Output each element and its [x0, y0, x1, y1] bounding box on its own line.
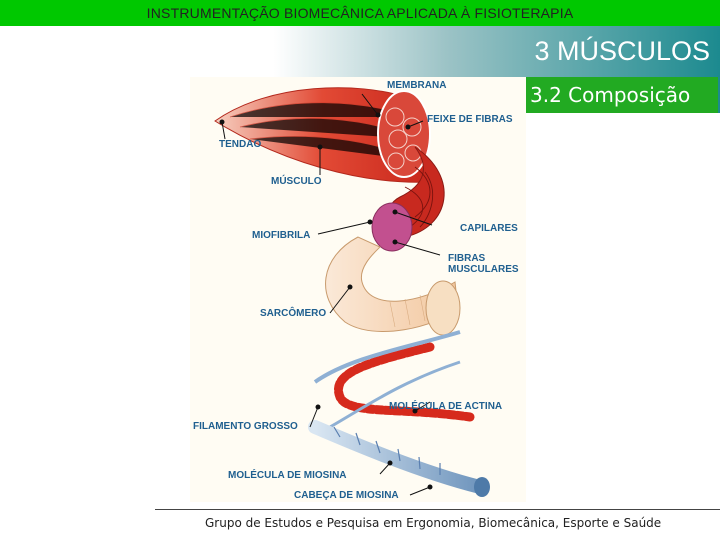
muscle-structure-illustration: MEMBRANA FEIXE DE FIBRAS TENDAO MÚSCULO … — [190, 77, 526, 502]
label-capilares: CAPILARES — [460, 223, 518, 234]
label-filamento-grosso: FILAMENTO GROSSO — [193, 421, 298, 432]
label-cabeca-de-miosina: CABEÇA DE MIOSINA — [294, 490, 399, 501]
label-feixe-de-fibras: FEIXE DE FIBRAS — [427, 114, 513, 125]
slide-title: 3 MÚSCULOS — [534, 36, 710, 67]
label-fibras: FIBRAS — [448, 253, 485, 264]
footer-divider — [155, 509, 720, 510]
slide-subtitle: 3.2 Composição — [526, 77, 718, 113]
label-molecula-de-actina: MOLÉCULA DE ACTINA — [389, 401, 502, 412]
label-molecula-de-miosina: MOLÉCULA DE MIOSINA — [228, 470, 347, 481]
label-sarcomero: SARCÔMERO — [260, 308, 326, 319]
label-tendao: TENDAO — [219, 139, 261, 150]
course-title: INSTRUMENTAÇÃO BIOMECÂNICA APLICADA À FI… — [0, 5, 720, 21]
footer-text: Grupo de Estudos e Pesquisa em Ergonomia… — [205, 516, 661, 530]
subtitle-box: 3.2 Composição — [526, 77, 720, 113]
muscle-cross-section — [378, 91, 430, 177]
label-miofibrila: MIOFIBRILA — [252, 230, 310, 241]
thick-filament-end — [474, 477, 490, 497]
fiber-cross-section — [372, 203, 412, 251]
label-musculo: MÚSCULO — [271, 176, 322, 187]
label-musculares: MUSCULARES — [448, 264, 519, 275]
label-membrana: MEMBRANA — [387, 80, 446, 91]
myofibril-cross-section — [426, 281, 460, 335]
